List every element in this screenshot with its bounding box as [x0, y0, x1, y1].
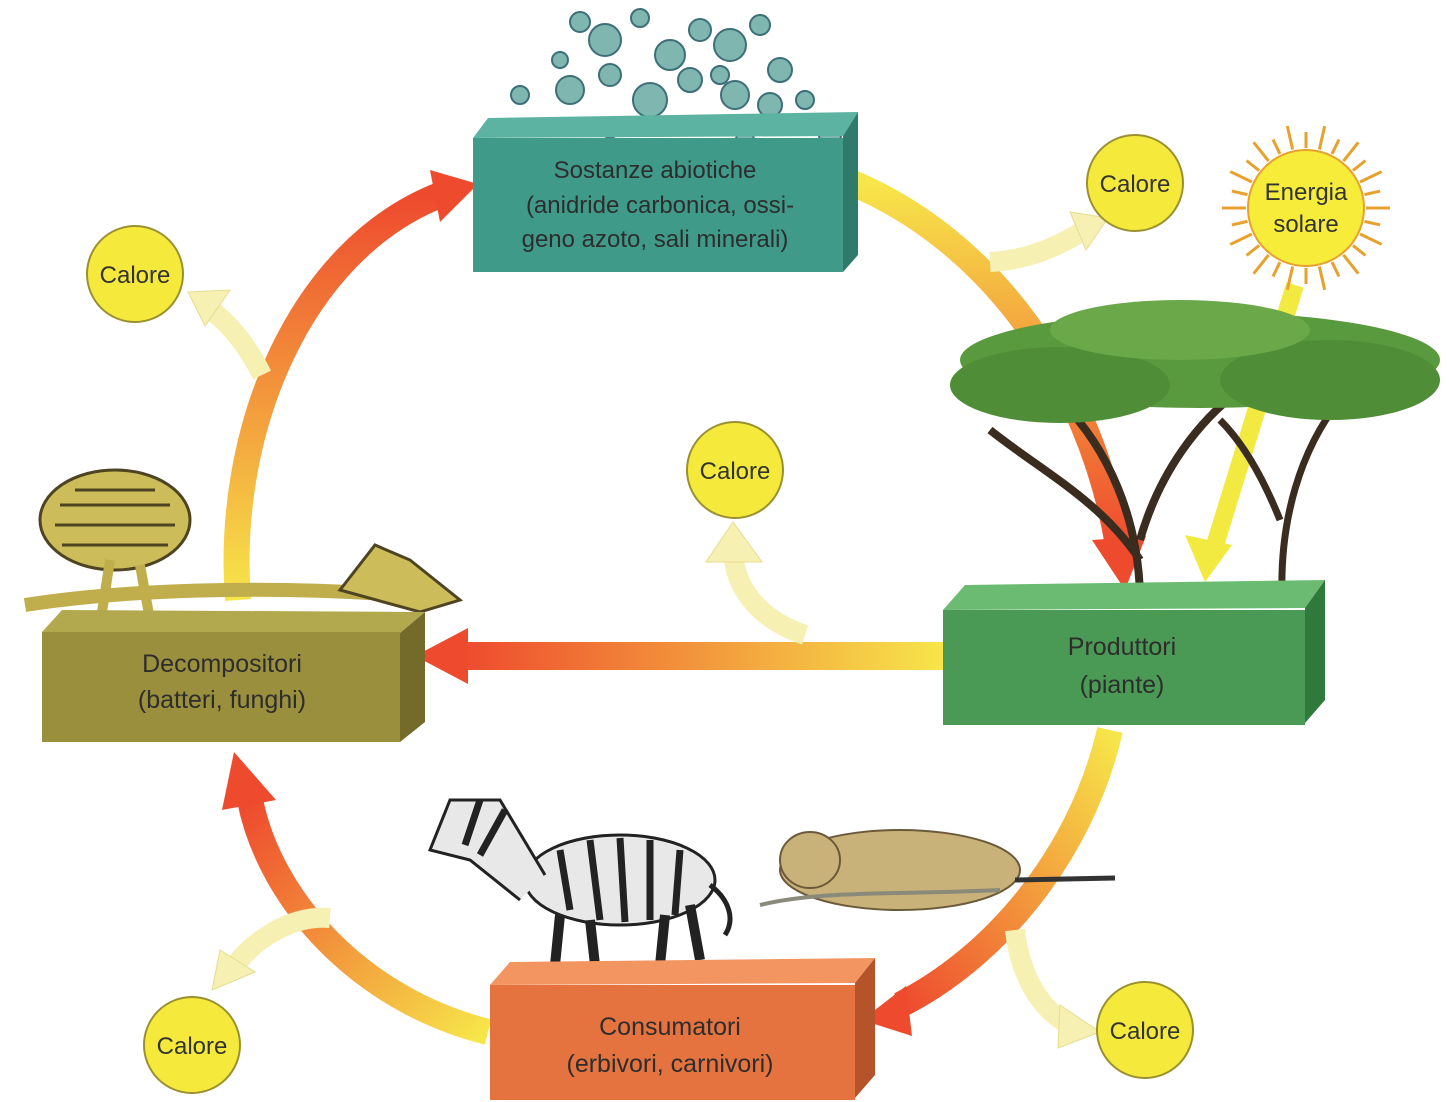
- sun-ray: [1317, 125, 1327, 150]
- sun-ray: [1271, 261, 1282, 278]
- gas-bubble: [688, 18, 712, 42]
- abiotic-title: Sostanze abiotiche: [554, 157, 757, 184]
- producers-box: Produttori (piante): [943, 580, 1325, 725]
- heat-circle-bottom-right: Calore: [1096, 981, 1194, 1079]
- decomposers-title: Decompositori: [142, 650, 302, 678]
- sun-ray: [1317, 266, 1327, 291]
- sun-label-line1: Energia: [1265, 179, 1348, 206]
- heat-arrow-producers: [705, 521, 809, 645]
- sun-ray: [1245, 244, 1261, 257]
- sun-ray: [1359, 170, 1383, 184]
- heat-circle-bottom-left: Calore: [143, 996, 241, 1094]
- sun-ray: [1330, 261, 1341, 278]
- gas-bubble: [569, 11, 591, 33]
- arrow-decomposers-to-abiotic: [223, 170, 478, 601]
- sun-ray: [1364, 189, 1381, 197]
- producers-title: Produttori: [1068, 633, 1176, 661]
- sun-ray: [1231, 219, 1248, 227]
- consumers-desc: (erbivori, carnivori): [567, 1050, 774, 1078]
- sun-icon: Energia solare: [1222, 125, 1390, 291]
- sun-ray: [1252, 141, 1270, 163]
- gas-bubble: [767, 57, 793, 83]
- sun-ray: [1342, 141, 1360, 163]
- heat-circle-left: Calore: [86, 225, 184, 323]
- zebra-illustration: [427, 798, 733, 966]
- consumers-box: Consumatori (erbivori, carnivori): [490, 958, 875, 1100]
- gas-bubble: [654, 39, 686, 71]
- sun-ray: [1229, 232, 1253, 246]
- producers-desc: (piante): [1080, 671, 1165, 699]
- sun-ray: [1231, 189, 1248, 197]
- heat-arrow-decomposers: [187, 289, 271, 380]
- sun-ray: [1285, 125, 1295, 150]
- heat-arrow-consumers-left: [211, 907, 331, 991]
- sun-ray: [1245, 159, 1261, 172]
- consumers-title: Consumatori: [599, 1013, 741, 1041]
- decomposers-box: Decompositori (batteri, funghi): [42, 610, 425, 742]
- gas-bubble: [710, 65, 730, 85]
- gas-bubble: [795, 90, 815, 110]
- sun-ray: [1342, 253, 1360, 275]
- decomposers-desc: (batteri, funghi): [138, 686, 306, 714]
- sun-ray: [1351, 244, 1367, 257]
- heat-arrow-consumers-right: [1005, 928, 1102, 1049]
- gas-bubble: [713, 28, 747, 62]
- gas-bubble: [677, 67, 703, 93]
- gas-bubble: [632, 82, 668, 118]
- sun-ray: [1285, 266, 1295, 291]
- sun-ray: [1351, 159, 1367, 172]
- gas-bubble: [598, 63, 622, 87]
- heat-circle-top-right: Calore: [1086, 134, 1184, 232]
- heat-arrow-abiotic: [989, 211, 1109, 272]
- sun-ray: [1271, 138, 1282, 155]
- gas-bubble: [551, 51, 569, 69]
- heat-label: Calore: [1110, 1018, 1181, 1045]
- heat-label: Calore: [157, 1033, 228, 1060]
- sun-ray: [1330, 138, 1341, 155]
- gas-bubble: [510, 85, 530, 105]
- heat-label: Calore: [700, 458, 771, 485]
- sun-label-line2: solare: [1273, 211, 1338, 238]
- tree-illustration: [950, 300, 1440, 596]
- gas-bubble: [555, 75, 585, 105]
- gas-bubble: [588, 23, 622, 57]
- sun-ray: [1252, 253, 1270, 275]
- heat-circle-center: Calore: [686, 421, 784, 519]
- gas-bubble: [749, 14, 771, 36]
- arrow-producers-to-decomposers: [415, 628, 945, 684]
- lion-illustration: [759, 829, 1116, 911]
- skeleton-illustration: [23, 468, 464, 626]
- heat-label: Calore: [1100, 171, 1171, 198]
- abiotic-desc-line3: geno azoto, sali minerali): [522, 226, 789, 253]
- arrow-consumers-to-decomposers: [222, 752, 492, 1045]
- heat-label: Calore: [100, 262, 171, 289]
- sun-ray: [1359, 232, 1383, 246]
- abiotic-desc-line2: (anidride carbonica, ossi-: [526, 192, 794, 219]
- abiotic-box: Sostanze abiotiche (anidride carbonica, …: [473, 112, 858, 272]
- sun-ray: [1229, 170, 1253, 184]
- gas-bubble: [630, 8, 650, 28]
- sun-ray: [1364, 219, 1381, 227]
- gas-bubble: [720, 80, 750, 110]
